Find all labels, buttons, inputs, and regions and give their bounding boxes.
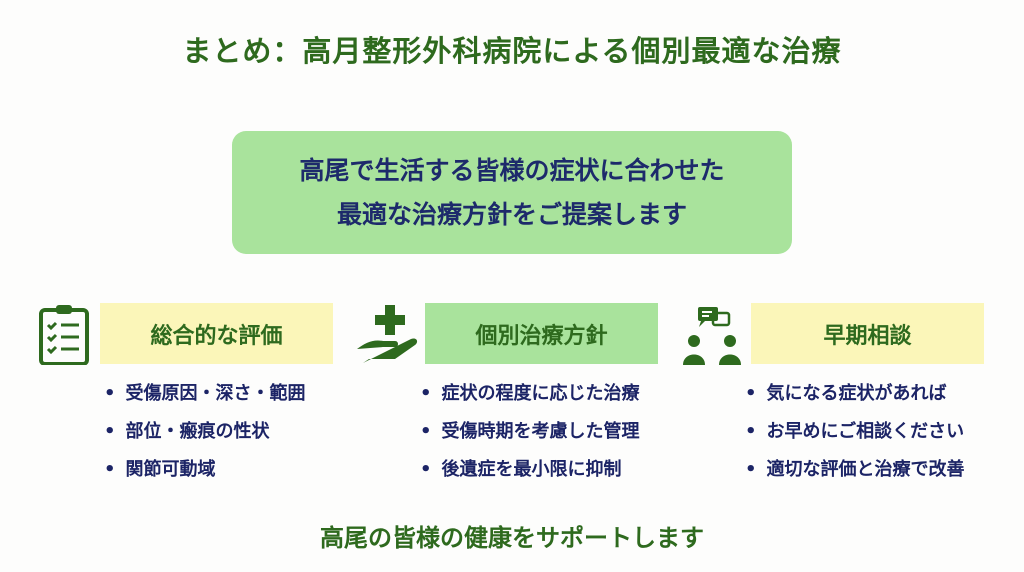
list-item: 気になる症状があれば: [745, 380, 965, 418]
list-item: 適切な評価と治療で改善: [745, 456, 965, 494]
consultation-people-icon: [683, 307, 741, 365]
central-message-line-2: 最適な治療方針をご提案します: [336, 200, 687, 229]
list-item: 症状の程度に応じた治療: [420, 380, 640, 418]
heading-individual-treatment-plan: 個別治療方針: [425, 303, 658, 364]
list-item: 受傷時期を考慮した管理: [420, 418, 640, 456]
list-item: お早めにご相談ください: [745, 418, 965, 456]
list-item: 関節可動域: [104, 456, 306, 494]
central-message-box: 高尾で生活する皆様の症状に合わせた 最適な治療方針をご提案します: [232, 131, 792, 254]
footer-message: 高尾の皆様の健康をサポートします: [320, 524, 704, 552]
heading-early-consultation: 早期相談: [751, 303, 984, 364]
list-item: 受傷原因・深さ・範囲: [104, 380, 306, 418]
list-item: 後遺症を最小限に抑制: [420, 456, 640, 494]
slide-title: まとめ：高月整形外科病院による個別最適な治療: [182, 34, 842, 68]
heading-comprehensive-evaluation: 総合的な評価: [100, 303, 333, 364]
evaluation-list: 受傷原因・深さ・範囲 部位・瘢痕の性状 関節可動域: [104, 380, 306, 494]
consultation-list: 気になる症状があれば お早めにご相談ください 適切な評価と治療で改善: [745, 380, 965, 494]
list-item: 部位・瘢痕の性状: [104, 418, 306, 456]
central-message-line-1: 高尾で生活する皆様の症状に合わせた: [299, 156, 725, 185]
clipboard-checklist-icon: [39, 305, 89, 365]
hand-medical-cross-icon: [357, 305, 418, 363]
treatment-plan-list: 症状の程度に応じた治療 受傷時期を考慮した管理 後遺症を最小限に抑制: [420, 380, 640, 494]
